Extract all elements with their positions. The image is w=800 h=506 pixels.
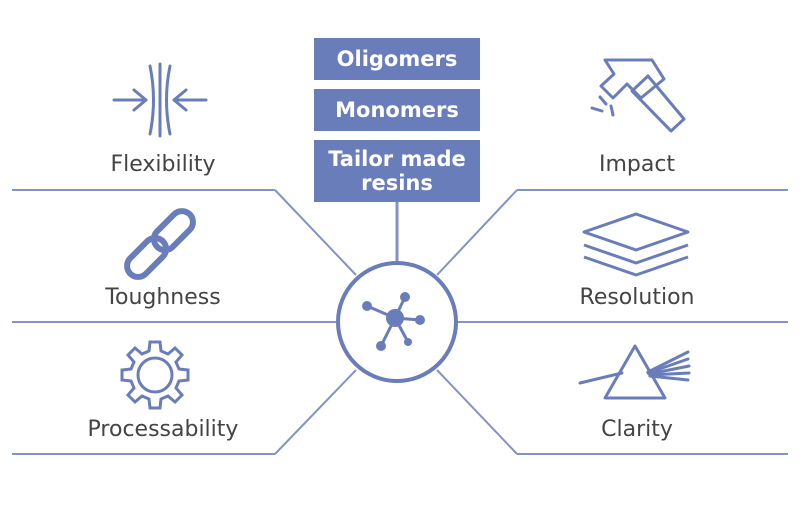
label-resolution: Resolution: [579, 285, 695, 310]
tailor-made-resins-label: Tailor made resins: [328, 147, 466, 195]
compress-arrows-icon: [112, 62, 208, 138]
label-processability: Processability: [87, 417, 239, 442]
label-toughness: Toughness: [105, 285, 221, 310]
label-impact: Impact: [598, 152, 676, 177]
oligomers-box: Oligomers: [314, 38, 480, 80]
line-flexibility-diag: [274, 189, 357, 276]
line-processability-diag: [274, 369, 357, 455]
molecule-network-icon: [336, 261, 458, 383]
gear-icon: [120, 340, 190, 410]
monomers-box: Monomers: [314, 89, 480, 131]
line-clarity-diag: [436, 369, 518, 455]
line-impact-diag: [436, 189, 518, 276]
chain-link-icon: [124, 208, 196, 280]
connector-lines: [12, 189, 788, 455]
tailor-made-resins-box: Tailor made resins: [314, 140, 480, 202]
prism-icon: [578, 344, 691, 400]
hammer-icon: [590, 58, 686, 133]
label-flexibility: Flexibility: [110, 152, 216, 177]
layers-icon: [582, 212, 690, 277]
label-clarity: Clarity: [601, 417, 673, 442]
